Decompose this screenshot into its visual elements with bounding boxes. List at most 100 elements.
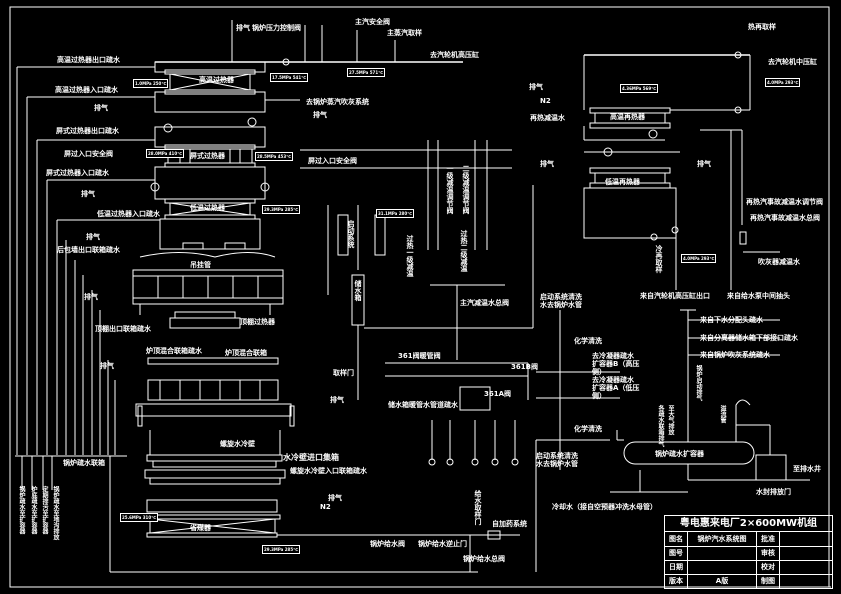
label-lt-superheater: 低温过热器	[190, 204, 225, 212]
title-value	[780, 560, 831, 574]
label-platen-inlet-safety: 屏过入口安全阀	[64, 150, 113, 158]
reheater	[583, 51, 780, 290]
label-vent-2: 排气	[81, 190, 95, 198]
label-to-hp-cylinder: 去汽轮机高压缸	[430, 51, 479, 59]
label-lt-reheater: 低温再热器	[605, 178, 640, 186]
label-hp-superheater: 高温过热器	[199, 76, 234, 84]
title-key: 版本	[665, 574, 688, 588]
title-key: 图号	[665, 546, 688, 560]
pt-tag: 4.36MPa 569℃	[620, 84, 658, 93]
label-to-drain-well: 至排水井	[793, 465, 821, 473]
label-drain-vent-1: 各疏水联箱排气	[657, 405, 664, 447]
label-startup-cleanup-1: 启动系统清洗水去锅炉水管	[540, 293, 582, 309]
label-boiler-pressure-valve: 锅炉压力控制阀	[252, 24, 301, 32]
pt-tag: 25.6MPa 310℃	[120, 513, 158, 522]
title-value	[688, 560, 757, 574]
label-sample-door: 取样门	[333, 369, 354, 377]
label-drain-vent-2: 至大气排放	[667, 405, 674, 435]
title-block: 粤电惠来电厂2×600MW机组 图名 锅炉汽水系统图 批准 图号 审核 日期 校…	[664, 515, 833, 589]
label-from-separator-drain: 来自分离器储水箱下部接口疏水	[700, 334, 798, 342]
label-spray-2: 二级减温调节阀	[462, 165, 470, 214]
title-key: 批准	[757, 532, 780, 546]
label-roof-mixing-header: 炉顶混合联箱	[225, 349, 267, 357]
label-spray-3: 过热一级减温	[406, 235, 414, 277]
label-from-hp-exhaust: 来自汽轮机高压缸出口	[640, 292, 710, 300]
label-platen-inlet-drain: 屏式过热器入口疏水	[46, 169, 109, 177]
label-chem-clean-2: 化学清洗	[574, 425, 602, 433]
label-sh-desuper-main: 主汽减温水总阀	[460, 299, 509, 307]
label-cold-rh-sample: 冷再取样	[655, 245, 663, 273]
label-lt-sh-inlet-drain: 低温过热器入口疏水	[97, 210, 160, 218]
economizer	[109, 456, 478, 573]
label-vertical-drain-4: 锅炉疏水至地沟排放	[52, 486, 59, 540]
label-from-lower-drains: 来自下水分配头疏水	[700, 316, 763, 324]
label-drain-vent-3: 锅炉启动排气	[695, 365, 702, 401]
label-cooling-water: 冷却水（接自空预器冲洗水母管）	[552, 503, 657, 511]
pt-tag: 1.0MPa 250℃	[133, 79, 169, 88]
label-waterwall-inlet-header: 水冷壁进口集箱	[283, 453, 339, 462]
title-row: 图名 锅炉汽水系统图 批准	[665, 532, 832, 547]
label-fw-valve: 锅炉给水阀	[370, 540, 405, 548]
label-vent-rh2: 排气	[540, 160, 554, 168]
label-vertical-drain-3: 定期排污至扩容器	[41, 486, 48, 534]
label-vertical-drain-1: 锅炉疏水至扩容器	[18, 486, 25, 534]
valve-361-region	[385, 310, 620, 470]
title-key: 图名	[665, 532, 688, 546]
label-hp-reheater: 高温再热器	[610, 113, 645, 121]
title-value	[780, 532, 831, 546]
left-drain-lines	[15, 66, 160, 490]
label-n2-rh: N2	[540, 97, 551, 105]
label-from-sootblow-drain: 来自锅炉吹灰系统疏水	[700, 351, 770, 359]
label-to-condenser-b: 去冷凝器疏水扩容器B（高压侧）	[592, 352, 640, 376]
label-drain-flash-tank: 锅炉疏水扩容器	[655, 450, 704, 458]
label-hp-sh-outlet-drain: 高温过热器出口疏水	[57, 56, 120, 64]
label-vent-1: 排气	[94, 104, 108, 112]
label-boiler-drain-header: 锅炉疏水联箱	[63, 459, 105, 467]
label-startup-drain-pipe: 储水箱暖管水管道疏水	[388, 401, 458, 409]
label-vent-3: 排气	[86, 233, 100, 241]
label-ceiling-outlet-drain: 顶棚出口联箱疏水	[95, 325, 151, 333]
drawing-name: 锅炉汽水系统图	[688, 532, 757, 546]
label-spiral-inlet-drain: 螺旋水冷壁入口联箱疏水	[290, 467, 367, 475]
label-vent-5: 排气	[100, 362, 114, 370]
label-storage-tank: 储水箱	[354, 280, 362, 301]
pt-tag: 29.3MPa 285℃	[262, 205, 300, 214]
label-rh-sample: 热再取样	[748, 23, 776, 31]
label-to-sootblower: 去锅炉蒸汽吹灰系统	[306, 98, 369, 106]
label-economizer: 省煤器	[190, 524, 211, 532]
title-key: 制图	[757, 574, 780, 588]
label-spray-4: 过热二级减温	[460, 230, 468, 272]
label-from-fw-middle: 来自给水泵中间抽头	[727, 292, 790, 300]
label-valve-361b: 361B阀	[511, 363, 538, 371]
label-chem-clean-1: 化学清洗	[574, 337, 602, 345]
label-valve-361a: 361A阀	[484, 390, 512, 398]
label-drain-vent-4: 溢流管	[719, 405, 726, 423]
title-value	[780, 574, 831, 588]
version-value: A版	[688, 574, 757, 588]
pt-tag: 29.3MPa 285℃	[262, 545, 300, 554]
spray-water-lines	[300, 140, 512, 360]
label-platen-superheater: 屏式过热器	[190, 152, 225, 160]
label-platen-inlet-safety-r: 屏过入口安全阀	[308, 157, 357, 165]
title-row: 日期 校对	[665, 560, 832, 575]
label-spiral-waterwall: 螺旋水冷壁	[220, 440, 255, 448]
pt-tag: 28.5MPa 453℃	[255, 152, 293, 161]
lt-superheater	[159, 198, 261, 250]
label-hanger-tube: 吊挂管	[190, 261, 211, 269]
label-wall-outlet-drain: 后包墙出口联箱疏水	[57, 246, 120, 254]
label-to-ip-cylinder: 去汽轮机中压缸	[768, 58, 817, 66]
hanger-tube-group	[132, 242, 284, 329]
label-vent-rh: 排气	[529, 83, 543, 91]
title-row: 版本 A版 制图	[665, 574, 832, 588]
platen-superheater	[150, 117, 270, 200]
label-valve-361-warm: 361阀暖管阀	[398, 352, 441, 360]
label-fw-check-valve: 锅炉给水逆止门	[418, 540, 467, 548]
label-to-condenser-a: 去冷凝器疏水扩容器A（低压侧）	[592, 376, 640, 400]
label-roof-mixing-drain: 炉顶混合联箱疏水	[146, 347, 202, 355]
label-water-seal-valve: 水封排放门	[756, 488, 791, 496]
label-fw-sample: 给水取样门	[474, 490, 482, 525]
label-main-steam-safety: 主汽安全阀	[355, 18, 390, 26]
pt-tag: 27.5MPa 571℃	[347, 68, 385, 77]
label-vent-rh3: 排气	[697, 160, 711, 168]
